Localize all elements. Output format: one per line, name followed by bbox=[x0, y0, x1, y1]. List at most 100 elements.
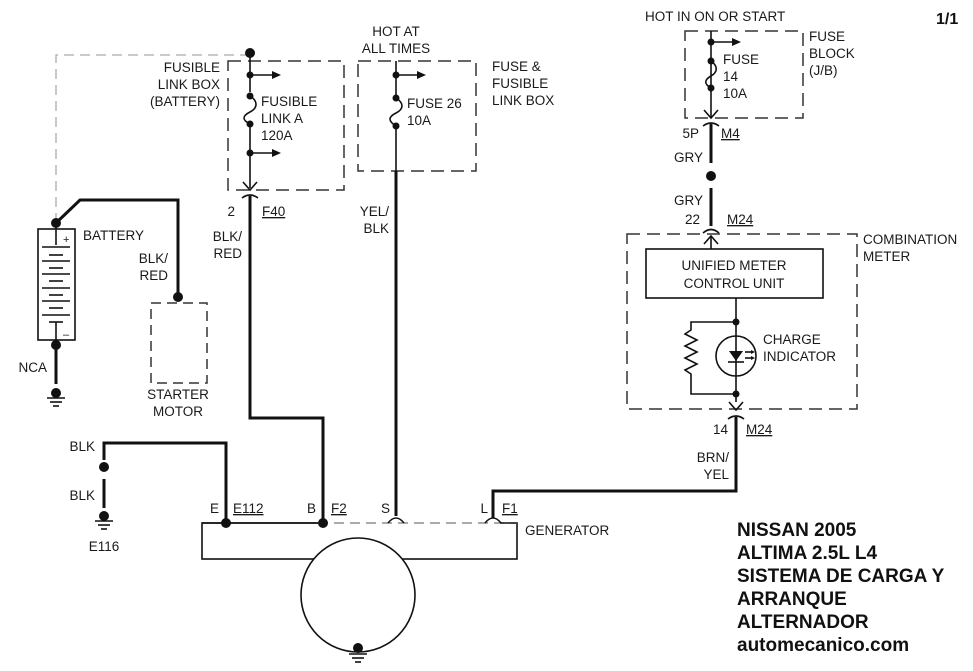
connector-id: M24 bbox=[746, 422, 773, 437]
charge-indicator-label: INDICATOR bbox=[763, 349, 836, 364]
fuse-26-label: FUSE 26 bbox=[407, 96, 462, 111]
title-line: NISSAN 2005 bbox=[737, 520, 857, 541]
fusible-link-box-label: LINK BOX bbox=[158, 77, 220, 92]
page-number: 1/1 bbox=[936, 11, 958, 28]
supply-label: ALL TIMES bbox=[362, 41, 430, 56]
supply-label: HOT IN ON OR START bbox=[645, 9, 785, 24]
fuse-symbol bbox=[704, 60, 718, 89]
title-block: NISSAN 2005 ALTIMA 2.5L L4 SISTEMA DE CA… bbox=[737, 520, 945, 656]
fusible-link-a-rating: 120A bbox=[261, 128, 293, 143]
connector-symbol bbox=[702, 228, 720, 234]
battery-label: BATTERY bbox=[83, 228, 144, 243]
wire-color-label: YEL bbox=[703, 467, 729, 482]
fusible-link-box: FUSIBLE LINK BOX (BATTERY) FUSIBLE LINK … bbox=[150, 48, 345, 261]
splice-dot bbox=[99, 462, 109, 472]
fusible-link-box-outline bbox=[227, 60, 345, 191]
connector-symbol bbox=[702, 122, 720, 127]
wire-blk-red-b-terminal bbox=[248, 196, 325, 522]
starter-motor-label: STARTER bbox=[147, 387, 209, 402]
starter-motor: STARTER MOTOR bbox=[147, 292, 209, 419]
connector-symbol bbox=[728, 401, 744, 412]
fuse-block-label: BLOCK bbox=[809, 46, 855, 61]
fuse-box-label: FUSIBLE bbox=[492, 76, 548, 91]
supply-label: HOT AT bbox=[372, 24, 420, 39]
wire-color-label: RED bbox=[213, 246, 242, 261]
combination-meter: 22 M24 COMBINATION METER UNIFIED METER C… bbox=[626, 212, 957, 482]
fuse-block-label: (J/B) bbox=[809, 63, 838, 78]
connector-id: M24 bbox=[727, 212, 754, 227]
ground-label: NCA bbox=[18, 360, 47, 375]
splice-dot bbox=[706, 171, 716, 181]
arrow-right-icon bbox=[417, 71, 426, 79]
control-unit-label: UNIFIED METER bbox=[681, 258, 786, 273]
splice-dot bbox=[245, 48, 255, 58]
fuse-symbol bbox=[243, 95, 257, 125]
wire-blk-e-terminal bbox=[102, 441, 228, 522]
terminal-l bbox=[484, 517, 502, 524]
connector-id: M4 bbox=[721, 126, 740, 141]
terminal-e bbox=[221, 518, 231, 528]
arrow-right-icon bbox=[272, 149, 281, 157]
generator-rotor bbox=[300, 537, 416, 653]
fuse-block-label: FUSE bbox=[809, 29, 845, 44]
connector-id: F2 bbox=[331, 501, 347, 516]
unified-meter-control-unit bbox=[645, 248, 824, 299]
fuse-symbol bbox=[389, 97, 403, 127]
fuse-box-label: LINK BOX bbox=[492, 93, 554, 108]
arrow-right-icon bbox=[732, 38, 741, 46]
fusible-link-box-label: FUSIBLE bbox=[164, 60, 220, 75]
website-link[interactable]: automecanico.com bbox=[737, 635, 909, 656]
connector-pin: 14 bbox=[713, 422, 729, 437]
wire-color-label: GRY bbox=[674, 150, 703, 165]
fuse-26-box: HOT AT ALL TIMES FUSE & FUSIBLE LINK BOX… bbox=[357, 24, 554, 236]
fuse-block-outline bbox=[684, 30, 804, 119]
control-unit-label: CONTROL UNIT bbox=[684, 276, 785, 291]
title-line: SISTEMA DE CARGA Y bbox=[737, 566, 945, 587]
connector-symbol bbox=[241, 194, 259, 199]
title-line: ARRANQUE bbox=[737, 589, 847, 610]
minus-icon: – bbox=[63, 329, 70, 341]
ground-icon bbox=[95, 511, 113, 530]
fuse-26-rating: 10A bbox=[407, 113, 431, 128]
terminal-s bbox=[387, 517, 405, 524]
splice-dot bbox=[173, 292, 183, 302]
generator: GENERATOR E E112 B F2 S L F1 bbox=[201, 501, 610, 663]
fuse-14-label: 14 bbox=[723, 69, 739, 84]
fusible-link-a-label: FUSIBLE bbox=[261, 94, 317, 109]
fuse-block: HOT IN ON OR START FUSE BLOCK (J/B) FUSE… bbox=[645, 9, 855, 208]
combination-meter-label: METER bbox=[863, 249, 911, 264]
wire-color-label: BRN/ bbox=[697, 450, 730, 465]
connector-pin: 5P bbox=[682, 126, 699, 141]
wire-color-label: BLK bbox=[363, 221, 389, 236]
led-icon bbox=[729, 351, 743, 361]
combination-meter-outline bbox=[626, 233, 858, 410]
battery-link-outline bbox=[55, 54, 250, 228]
connector-id: E112 bbox=[233, 501, 264, 516]
connector-id: F40 bbox=[262, 204, 285, 219]
terminal-label: E bbox=[210, 501, 219, 516]
ground-e116: BLK BLK E116 bbox=[69, 439, 228, 554]
wire-color-label: BLK bbox=[69, 488, 95, 503]
wire-color-label: BLK/ bbox=[139, 251, 169, 266]
wire-color-label: YEL/ bbox=[360, 204, 390, 219]
wire-color-label: RED bbox=[139, 268, 168, 283]
connector-id: F1 bbox=[502, 501, 518, 516]
ground-icon bbox=[47, 388, 65, 407]
wire-color-label: BLK/ bbox=[213, 229, 243, 244]
terminal-label: L bbox=[480, 501, 488, 516]
wire-brn-yel-l-terminal bbox=[491, 417, 738, 518]
fuse-26-box-outline bbox=[357, 60, 477, 172]
arrow-right-icon bbox=[272, 71, 281, 79]
starter-motor-outline bbox=[150, 302, 208, 384]
terminal-b bbox=[318, 518, 328, 528]
generator-label: GENERATOR bbox=[525, 523, 610, 538]
title-line: ALTERNADOR bbox=[737, 612, 869, 633]
fusible-link-box-label: (BATTERY) bbox=[150, 94, 220, 109]
fuse-14-rating: 10A bbox=[723, 86, 747, 101]
terminal-label: S bbox=[381, 501, 390, 516]
connector-symbol bbox=[703, 109, 719, 120]
fusible-link-a-label: LINK A bbox=[261, 111, 303, 126]
fuse-14-label: FUSE bbox=[723, 52, 759, 67]
wire-color-label: GRY bbox=[674, 193, 703, 208]
